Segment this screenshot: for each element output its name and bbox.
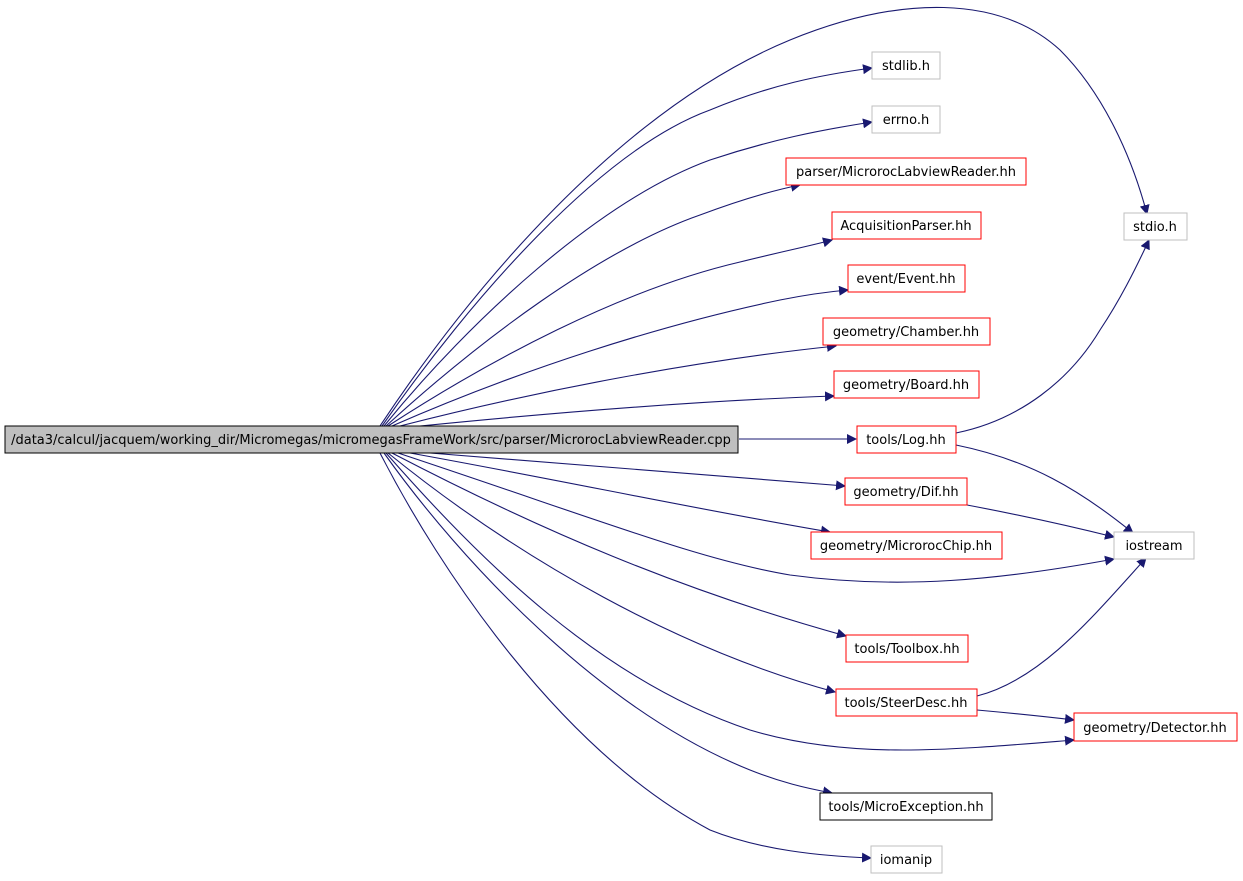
- node-root-file[interactable]: /data3/calcul/jacquem/working_dir/Microm…: [4, 425, 739, 454]
- node-iostream[interactable]: iostream: [1113, 531, 1195, 560]
- edge-root-board: [419, 391, 835, 427]
- node-errno[interactable]: errno.h: [871, 105, 941, 134]
- node-labview-reader-label: parser/MicrorocLabviewReader.hh: [796, 165, 1016, 180]
- nodes: /data3/calcul/jacquem/working_dir/Microm…: [4, 51, 1238, 874]
- node-dif[interactable]: geometry/Dif.hh: [844, 477, 968, 506]
- node-steer-desc[interactable]: tools/SteerDesc.hh: [835, 688, 978, 717]
- node-labview-reader[interactable]: parser/MicrorocLabviewReader.hh: [785, 157, 1027, 186]
- node-toolbox-label: tools/Toolbox.hh: [854, 642, 959, 657]
- edge-root-chamber: [399, 341, 837, 427]
- node-microroc-chip-label: geometry/MicrorocChip.hh: [820, 539, 992, 554]
- node-steer-desc-label: tools/SteerDesc.hh: [845, 696, 968, 711]
- edge-root-steer: [387, 452, 836, 695]
- node-iomanip[interactable]: iomanip: [870, 845, 943, 874]
- node-stdio[interactable]: stdio.h: [1123, 212, 1188, 241]
- edge-root-errno: [383, 118, 873, 427]
- node-toolbox[interactable]: tools/Toolbox.hh: [845, 634, 969, 663]
- edge-root-event: [391, 285, 849, 427]
- node-chamber[interactable]: geometry/Chamber.hh: [822, 317, 991, 346]
- edge-root-stdlib: [381, 64, 873, 427]
- node-detector[interactable]: geometry/Detector.hh: [1073, 712, 1238, 742]
- edge-root-acq-parser: [387, 237, 833, 427]
- node-stdlib-label: stdlib.h: [882, 59, 930, 74]
- node-dif-label: geometry/Dif.hh: [853, 485, 958, 500]
- node-acquisition-parser-label: AcquisitionParser.hh: [840, 219, 971, 234]
- node-detector-label: geometry/Detector.hh: [1083, 721, 1226, 736]
- edges: [379, 6, 1150, 863]
- node-iostream-label: iostream: [1125, 539, 1182, 554]
- edge-root-labview-reader: [385, 181, 801, 427]
- edge-log-stdio: [955, 239, 1150, 434]
- edge-dif-iostream: [966, 504, 1115, 540]
- edge-root-stdio: [379, 6, 1150, 427]
- node-event[interactable]: event/Event.hh: [847, 264, 966, 293]
- node-chamber-label: geometry/Chamber.hh: [833, 325, 979, 340]
- node-acquisition-parser[interactable]: AcquisitionParser.hh: [831, 211, 982, 240]
- edge-steer-iostream: [976, 557, 1147, 697]
- edge-root-exception: [383, 452, 833, 797]
- edge-log-iostream: [955, 444, 1134, 534]
- node-log-label: tools/Log.hh: [866, 433, 946, 448]
- node-stdio-label: stdio.h: [1133, 220, 1177, 235]
- edge-root-iomanip: [379, 452, 872, 863]
- edge-root-detector: [385, 452, 1075, 751]
- node-board-label: geometry/Board.hh: [843, 378, 969, 393]
- edge-root-iostream: [397, 452, 1115, 583]
- node-root-file-label: /data3/calcul/jacquem/working_dir/Microm…: [11, 433, 731, 448]
- node-errno-label: errno.h: [883, 113, 930, 128]
- edge-root-dif: [429, 452, 846, 491]
- node-board[interactable]: geometry/Board.hh: [833, 370, 980, 399]
- node-micro-exception-label: tools/MicroException.hh: [828, 800, 983, 815]
- edge-root-toolbox: [391, 452, 847, 639]
- node-event-label: event/Event.hh: [856, 272, 955, 287]
- edge-root-chip: [409, 452, 831, 536]
- node-microroc-chip[interactable]: geometry/MicrorocChip.hh: [810, 531, 1003, 560]
- edge-steer-detector: [976, 709, 1075, 724]
- node-stdlib[interactable]: stdlib.h: [871, 51, 941, 80]
- node-log[interactable]: tools/Log.hh: [856, 425, 957, 454]
- node-micro-exception[interactable]: tools/MicroException.hh: [819, 792, 993, 821]
- node-iomanip-label: iomanip: [880, 853, 932, 868]
